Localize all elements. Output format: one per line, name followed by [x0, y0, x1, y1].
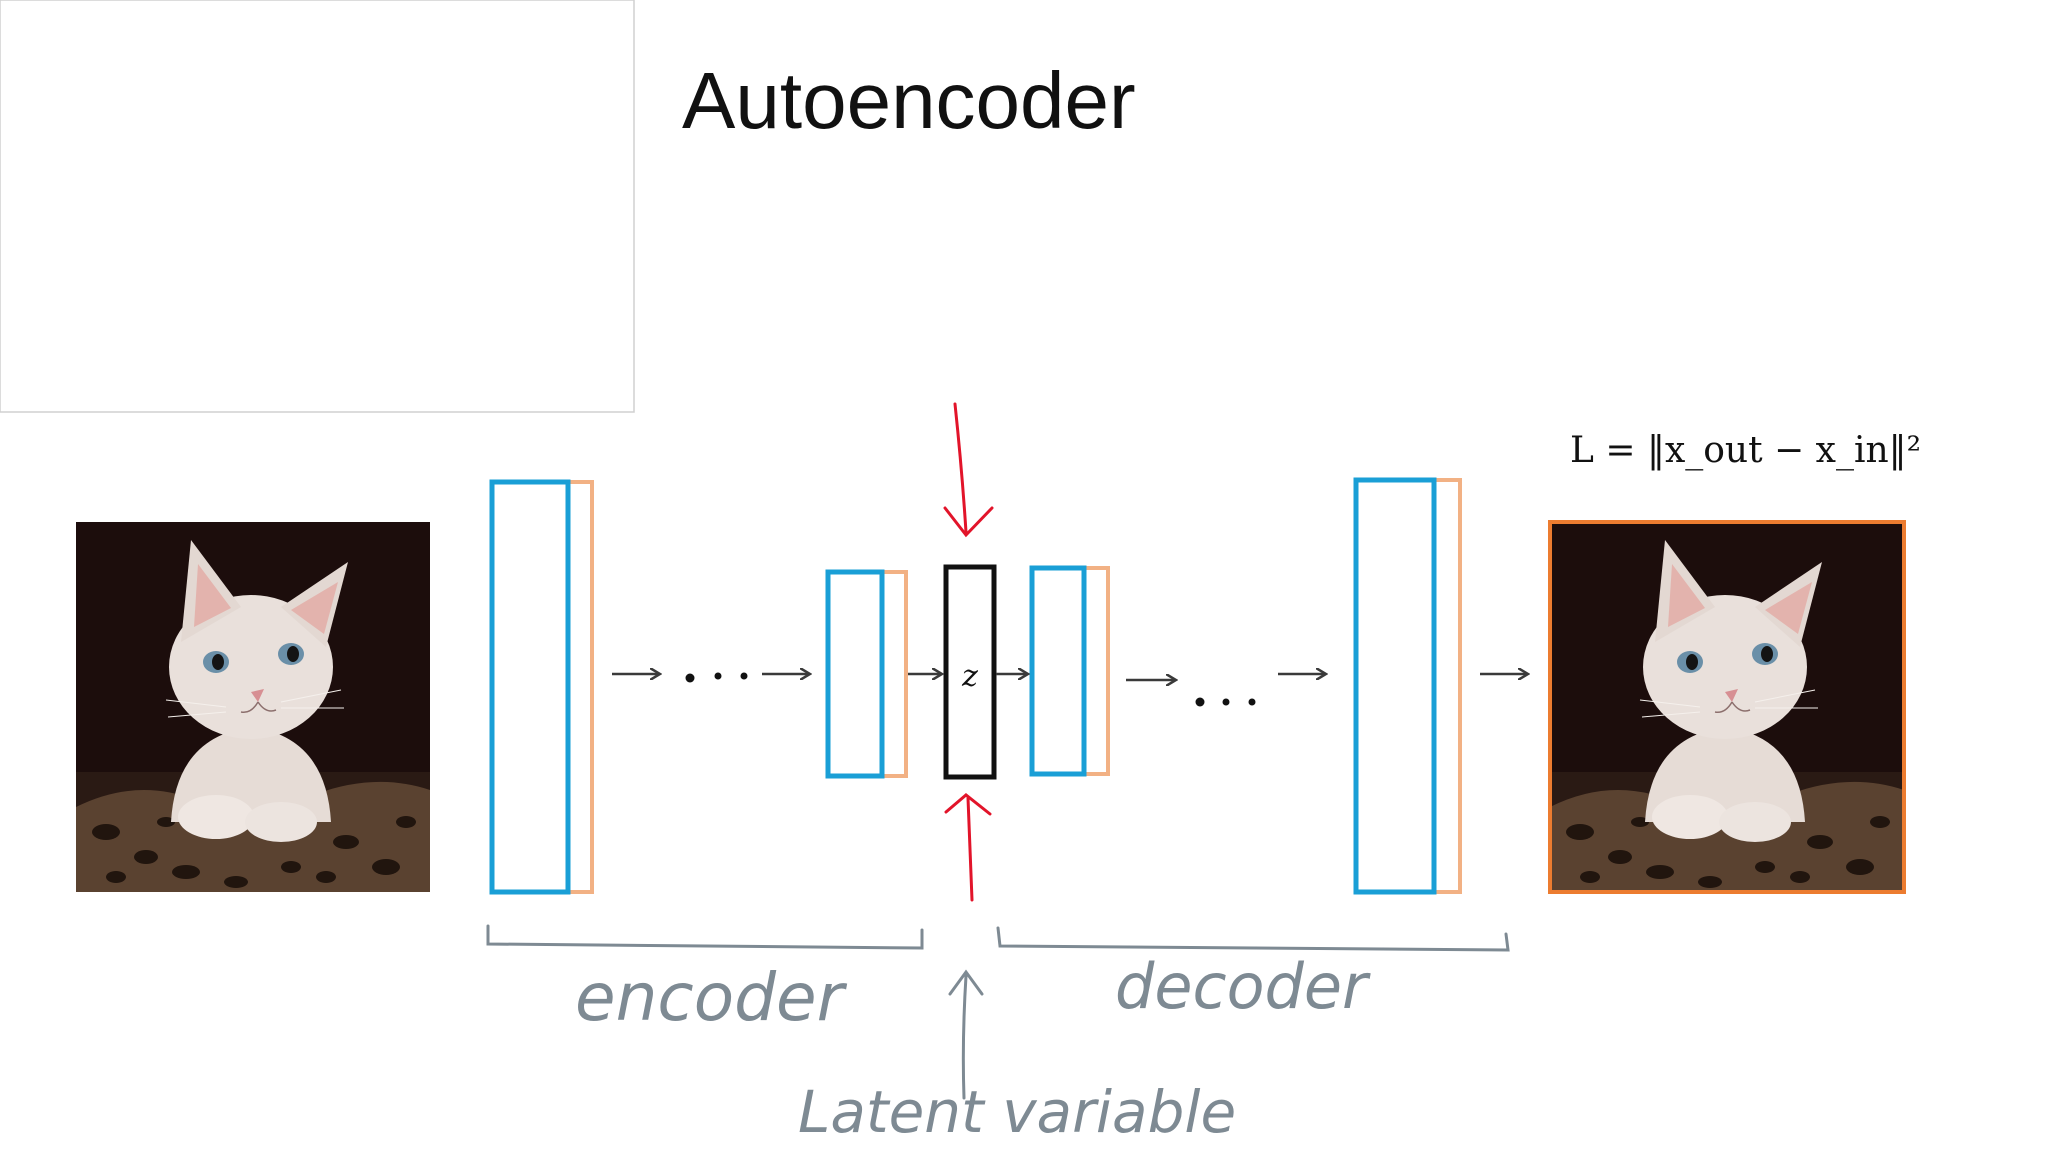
input-kitten-image	[75, 521, 431, 893]
latent-variable-label: Latent variable	[798, 1078, 1236, 1146]
red-arrow-top-head	[943, 506, 994, 538]
latent-z-box: z	[943, 564, 997, 780]
encoder-ellipsis	[685, 672, 748, 683]
red-squeeze-arrows	[943, 402, 994, 902]
output-image-border	[1548, 520, 1906, 894]
loss-formula-text: L = ‖x_out − x_in‖²	[1570, 430, 1921, 471]
latent-pointer	[961, 974, 968, 1100]
slide-title: Autoencoder	[682, 56, 1136, 145]
decoder-layer-2	[1353, 477, 1462, 895]
flow-arrows	[612, 674, 1528, 680]
encoder-layer-2	[825, 569, 908, 779]
red-arrow-bottom-head	[944, 793, 992, 816]
decoder-layer-1	[1029, 565, 1110, 777]
red-arrow-top	[953, 402, 968, 534]
encoder-layer-1	[489, 479, 594, 895]
encoder-bracket	[486, 924, 924, 950]
decoder-ellipsis	[1195, 697, 1256, 707]
loss-formula: L = ‖x_out − x_in‖²	[1570, 430, 1921, 471]
encoder-label: encoder	[575, 959, 848, 1036]
decoder-label: decoder	[1115, 950, 1371, 1023]
braces	[486, 924, 1510, 1100]
latent-pointer-head	[948, 969, 984, 996]
decoder-bracket	[996, 926, 1510, 952]
empty-placeholder-box	[0, 0, 635, 413]
latent-z-symbol: z	[961, 659, 978, 694]
red-arrow-bottom	[966, 796, 974, 902]
output-kitten-image	[1548, 520, 1906, 894]
